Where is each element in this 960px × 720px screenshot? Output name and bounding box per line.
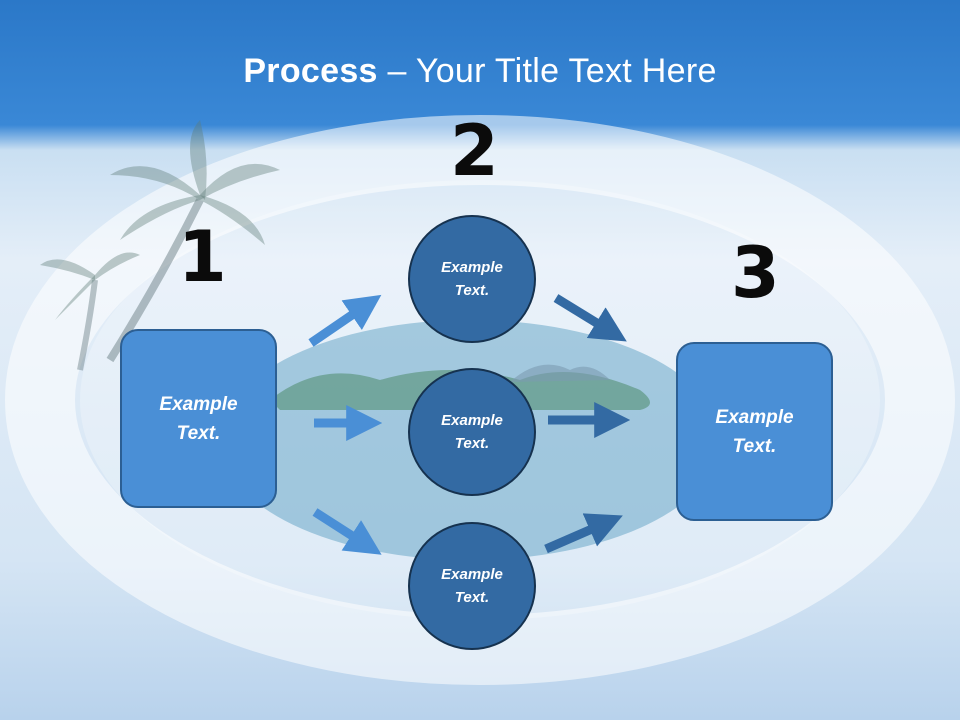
step-number-3: 3 [731,232,780,314]
step-number-2: 2 [450,110,499,192]
circle-top: Example Text. [408,215,536,343]
step-box-1: Example Text. [120,329,277,508]
arrow-circle-top-to-box3 [553,294,627,342]
circle-middle-label: Example Text. [441,412,503,452]
circle-top-label: Example Text. [441,259,503,299]
circle-bottom: Example Text. [408,522,536,650]
step-box-3-label: Example Text. [715,406,794,457]
title-bold: Process [243,52,378,90]
arrow-box1-to-circle-bottom [312,508,382,555]
title-rest: – Your Title Text Here [377,52,717,90]
slide-title: Process – Your Title Text Here [0,52,960,91]
step-box-1-label: Example Text. [159,393,238,444]
arrow-circle-bottom-to-box3 [544,513,623,554]
step-box-3: Example Text. [676,342,833,521]
circle-middle: Example Text. [408,368,536,496]
circle-bottom-label: Example Text. [441,566,503,606]
arrow-box1-to-circle-top [308,294,382,347]
step-number-1: 1 [178,216,227,298]
